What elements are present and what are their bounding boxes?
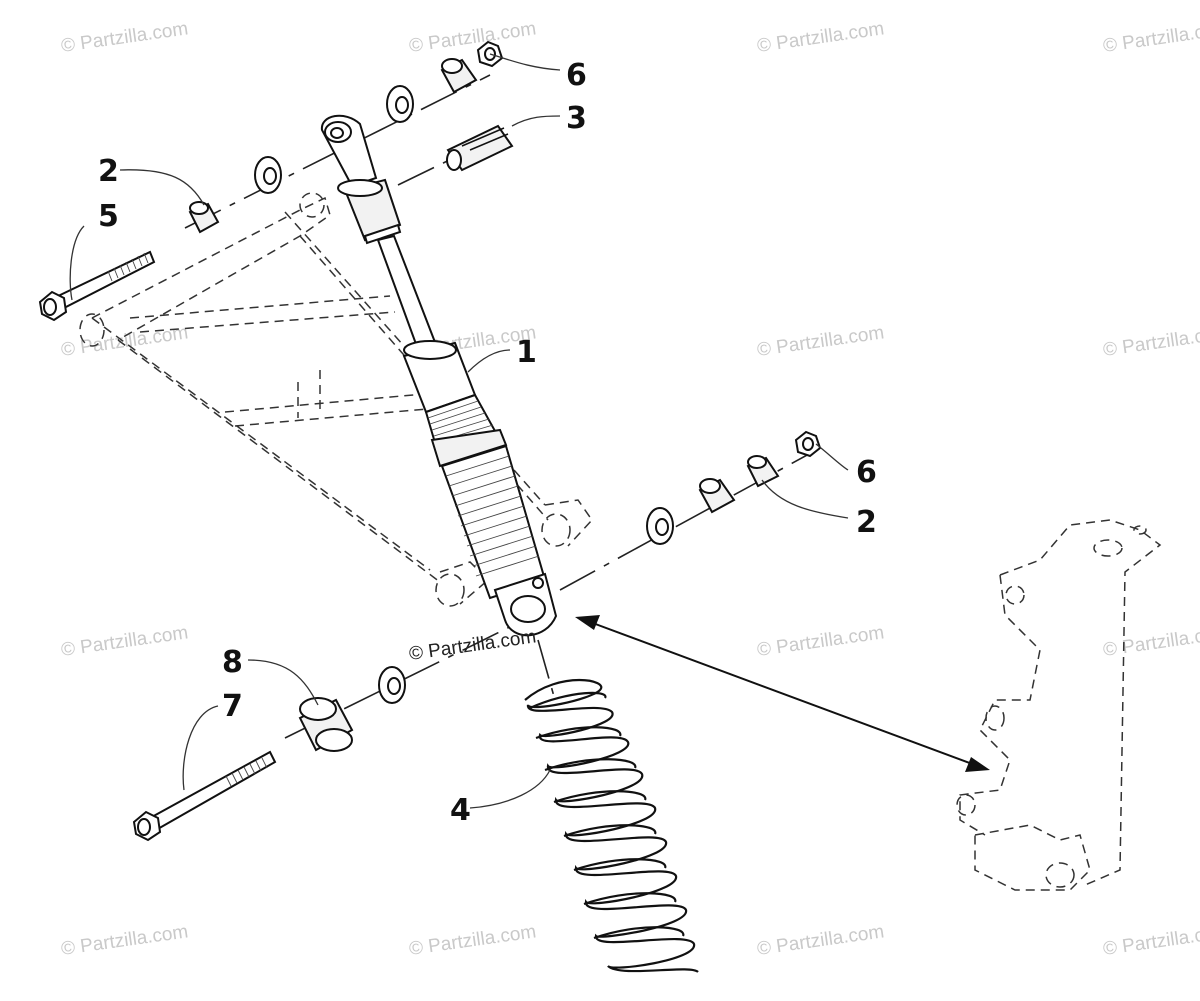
coil-spring-icon (524, 679, 699, 973)
watermark: © Partzilla.com (408, 921, 538, 960)
watermark: © Partzilla.com (60, 921, 190, 960)
callout-spring: 4 (450, 793, 471, 828)
watermark-center: © Partzilla.com (408, 626, 538, 665)
bushing-icon (188, 201, 220, 234)
callout-shock-absorber: 1 (516, 335, 537, 370)
callout-lower-spacer: 8 (222, 645, 243, 680)
callout-bushing-sleeve: 3 (566, 101, 587, 136)
watermark: © Partzilla.com (1102, 921, 1200, 960)
callout-nut-lower: 6 (856, 455, 877, 490)
washer-icon (378, 666, 406, 704)
nut-icon (794, 430, 822, 458)
bushing-sleeve-icon (446, 124, 514, 172)
watermark: © Partzilla.com (60, 622, 190, 661)
bushing-icon (698, 478, 736, 514)
watermark: © Partzilla.com (756, 622, 886, 661)
bolt-icon (38, 250, 156, 322)
watermark: © Partzilla.com (60, 322, 190, 361)
watermark-grid: © Partzilla.com © Partzilla.com © Partzi… (60, 18, 1200, 960)
callout-bushing-upper: 2 (98, 154, 119, 189)
spindle-phantom-icon (956, 519, 1162, 891)
watermark: © Partzilla.com (1102, 18, 1200, 57)
callout-nut-upper: 6 (566, 58, 587, 93)
callout-lower-bolt: 7 (222, 689, 243, 724)
bolt-icon (132, 750, 277, 842)
washer-icon (254, 156, 282, 194)
callout-labels: 6 3 2 5 1 6 2 8 7 4 (98, 58, 877, 828)
callout-bushing-lower: 2 (856, 505, 877, 540)
leader-lines (69, 53, 849, 809)
bushing-icon (746, 455, 780, 488)
bushing-icon (440, 58, 478, 94)
watermark: © Partzilla.com (408, 18, 538, 57)
watermark: © Partzilla.com (1102, 622, 1200, 661)
watermark: © Partzilla.com (60, 18, 190, 57)
watermark: © Partzilla.com (756, 921, 886, 960)
watermark: © Partzilla.com (756, 18, 886, 57)
callout-upper-bolt: 5 (98, 199, 119, 234)
washer-icon (646, 507, 674, 545)
shock-absorber-icon (320, 114, 558, 637)
watermark: © Partzilla.com (756, 322, 886, 361)
mounting-arrow (575, 615, 990, 772)
spacer-icon (298, 697, 354, 752)
watermark: © Partzilla.com (1102, 322, 1200, 361)
washer-icon (386, 85, 414, 123)
